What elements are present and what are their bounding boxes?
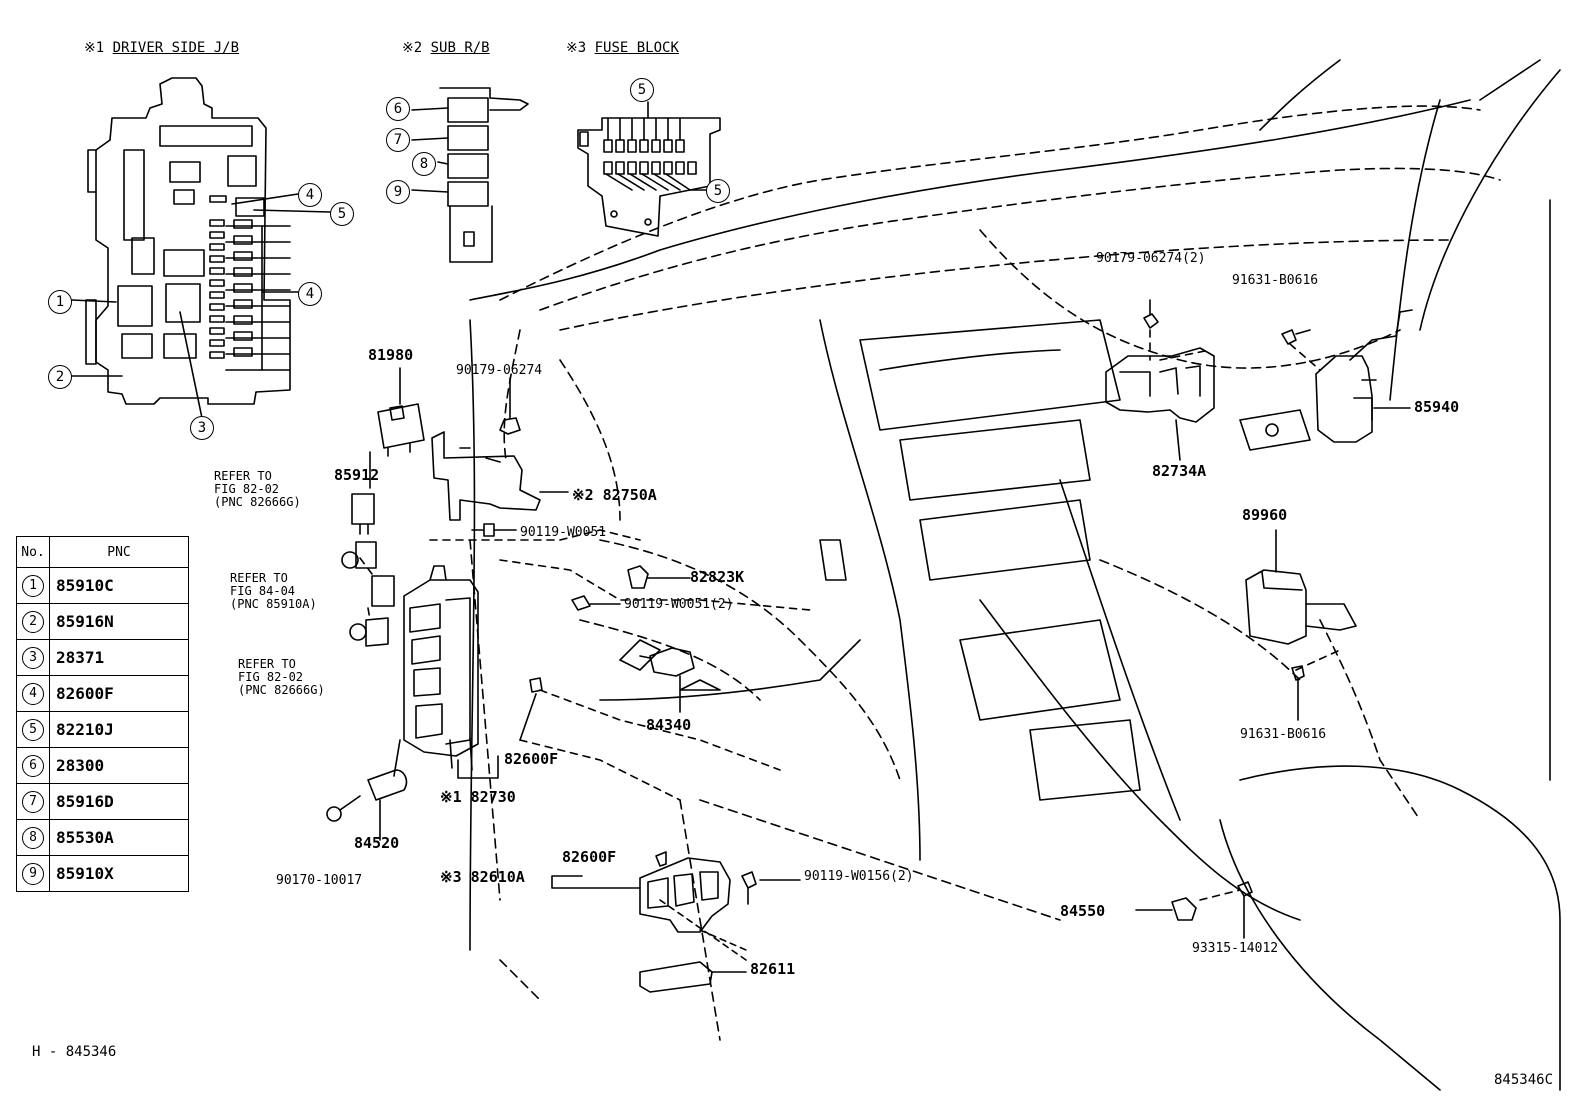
part-label: 82600F [504,750,559,768]
callout-5: 5 [330,202,354,226]
part-label: 90119-W0156(2) [804,869,914,884]
part-label: 89960 [1242,506,1288,524]
refer-note: REFER TO FIG 82-02 (PNC 82666G) [214,469,301,509]
callout-2: 2 [48,365,72,389]
part-label: 90170-10017 [276,873,363,888]
callout-6: 6 [386,97,410,121]
row-pnc: 82600F [49,675,189,712]
callout-1: 1 [48,290,72,314]
header-text: FUSE BLOCK [594,40,679,56]
part-label: 93315-14012 [1192,941,1279,956]
part-label: 90179-06274 [456,363,543,378]
dashed-connectors [359,329,1341,901]
part-label: 90119-W0051(2) [624,597,734,612]
part-label: 82600F [562,848,617,866]
header-text: SUB R/B [430,40,490,56]
part-label: 82734A [1152,462,1207,480]
header-mark: ※1 [84,40,105,56]
refer-note: REFER TO FIG 84-04 (PNC 85910A) [230,571,317,611]
row-pnc: 85916D [49,783,189,820]
header-text: DRIVER SIDE J/B [112,40,240,56]
part-label: 90119-W0051 [520,525,607,540]
figure-code-right: 845346C [1494,1072,1554,1088]
callout-8: 8 [412,152,436,176]
row-number: 1 [22,575,44,597]
callout-5: 5 [706,179,730,203]
header-sub-rb: ※2 SUB R/B [402,41,490,55]
row-number: 6 [22,755,44,777]
part-label: 91631-B0616 [1232,273,1319,288]
part-label: 82611 [750,960,796,978]
part-label: 84340 [646,716,692,734]
row-number: 9 [22,863,44,885]
header-driver-side-jb: ※1 DRIVER SIDE J/B [84,41,239,55]
driver-side-jb-drawing [71,77,331,419]
part-label: 90179-06274(2) [1096,251,1206,266]
part-label: 84550 [1060,902,1106,920]
row-number: 4 [22,683,44,705]
callout-4: 4 [298,183,322,207]
callout-3: 3 [190,416,214,440]
refer-note: REFER TO FIG 82-02 (PNC 82666G) [238,657,325,697]
part-label: ※1 82730 [440,788,516,806]
row-number: 5 [22,719,44,741]
pnc-table-header: No. PNC [16,536,189,568]
row-pnc: 85916N [49,603,189,640]
part-label: 91631-B0616 [1240,727,1327,742]
dashboard-outline [469,105,1501,1041]
callout-7: 7 [386,128,410,152]
callout-4: 4 [298,282,322,306]
row-pnc: 85530A [49,819,189,856]
col-no-header: No. [16,536,50,568]
fuse-block-drawing [577,101,723,237]
header-fuse-block: ※3 FUSE BLOCK [566,41,679,55]
row-pnc: 82210J [49,711,189,748]
figure-code-left: H - 845346 [32,1044,117,1060]
row-pnc: 28371 [49,639,189,676]
part-label: ※3 82610A [440,868,525,886]
part-label: ※2 82750A [572,486,657,504]
part-label: 82823K [690,568,745,586]
part-label: 81980 [368,346,414,364]
header-mark: ※2 [402,40,423,56]
row-number: 3 [22,647,44,669]
row-number: 8 [22,827,44,849]
row-pnc: 85910X [49,855,189,892]
parts-drawings [326,299,1413,993]
row-number: 7 [22,791,44,813]
callout-9: 9 [386,180,410,204]
header-mark: ※3 [566,40,587,56]
part-label: 84520 [354,834,400,852]
row-pnc: 28300 [49,747,189,784]
callout-5: 5 [630,78,654,102]
part-label: 85912 [334,466,380,484]
part-label: 85940 [1414,398,1460,416]
row-pnc: 85910C [49,567,189,604]
col-pnc-header: PNC [49,536,189,568]
sub-rb-drawing [411,87,529,263]
row-number: 2 [22,611,44,633]
dashboard-solid-lines [469,59,1561,1091]
